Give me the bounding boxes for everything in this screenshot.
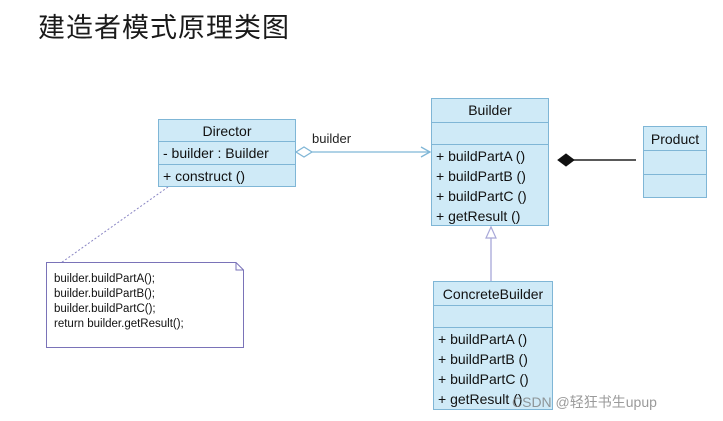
product-class[interactable]: Product [643, 126, 707, 198]
builder-operation-getresult: + getResult () [436, 208, 521, 224]
builder-attributes [432, 123, 548, 145]
director-attributes: - builder : Builder [159, 142, 295, 165]
builder-operations: + buildPartA () + buildPartB () + buildP… [432, 145, 548, 226]
director-attribute-builder: - builder : Builder [163, 145, 269, 161]
note-line: return builder.getResult(); [54, 318, 184, 330]
note-shape [46, 262, 244, 348]
association-arrowhead [420, 146, 432, 158]
concrete-builder-attributes [434, 306, 552, 328]
note-line: builder.buildPartB(); [54, 288, 155, 300]
concrete-builder-operation-buildpartc: + buildPartC () [438, 371, 529, 387]
builder-operation-buildpartb: + buildPartB () [436, 168, 526, 184]
concrete-builder-operations: + buildPartA () + buildPartB () + buildP… [434, 328, 552, 409]
concrete-builder-operation-getresult: + getResult () [438, 391, 523, 407]
director-operation-construct: + construct () [163, 168, 246, 184]
builder-class[interactable]: Builder + buildPartA () + buildPartB () … [431, 98, 549, 226]
page-title: 建造者模式原理类图 [38, 13, 290, 44]
generalization-arrowhead [485, 225, 497, 239]
note-code: builder.buildPartA(); builder.buildPartB… [54, 272, 184, 332]
builder-operation-buildpartc: + buildPartC () [436, 188, 527, 204]
association-label: builder [312, 131, 352, 146]
concrete-builder-class[interactable]: ConcreteBuilder + buildPartA () + buildP… [433, 281, 553, 410]
concrete-builder-operation-buildpartb: + buildPartB () [438, 351, 528, 367]
watermark: CSDN @轻狂书生upup [512, 394, 657, 410]
note-line: builder.buildPartC(); [54, 303, 156, 315]
director-operations: + construct () [159, 165, 295, 188]
director-class-name: Director [159, 120, 295, 142]
note-line: builder.buildPartA(); [54, 273, 155, 285]
director-note[interactable]: builder.buildPartA(); builder.buildPartB… [46, 262, 244, 348]
aggregation-diamond [294, 146, 314, 158]
concrete-builder-class-name: ConcreteBuilder [434, 282, 552, 306]
builder-class-name: Builder [432, 99, 548, 123]
note-anchor-line [57, 186, 169, 266]
director-class[interactable]: Director - builder : Builder + construct… [158, 119, 296, 187]
product-attributes [644, 151, 706, 175]
product-class-name: Product [644, 127, 706, 151]
concrete-builder-operation-buildparta: + buildPartA () [438, 331, 528, 347]
composition-diamond [557, 153, 575, 167]
builder-operation-buildparta: + buildPartA () [436, 148, 526, 164]
